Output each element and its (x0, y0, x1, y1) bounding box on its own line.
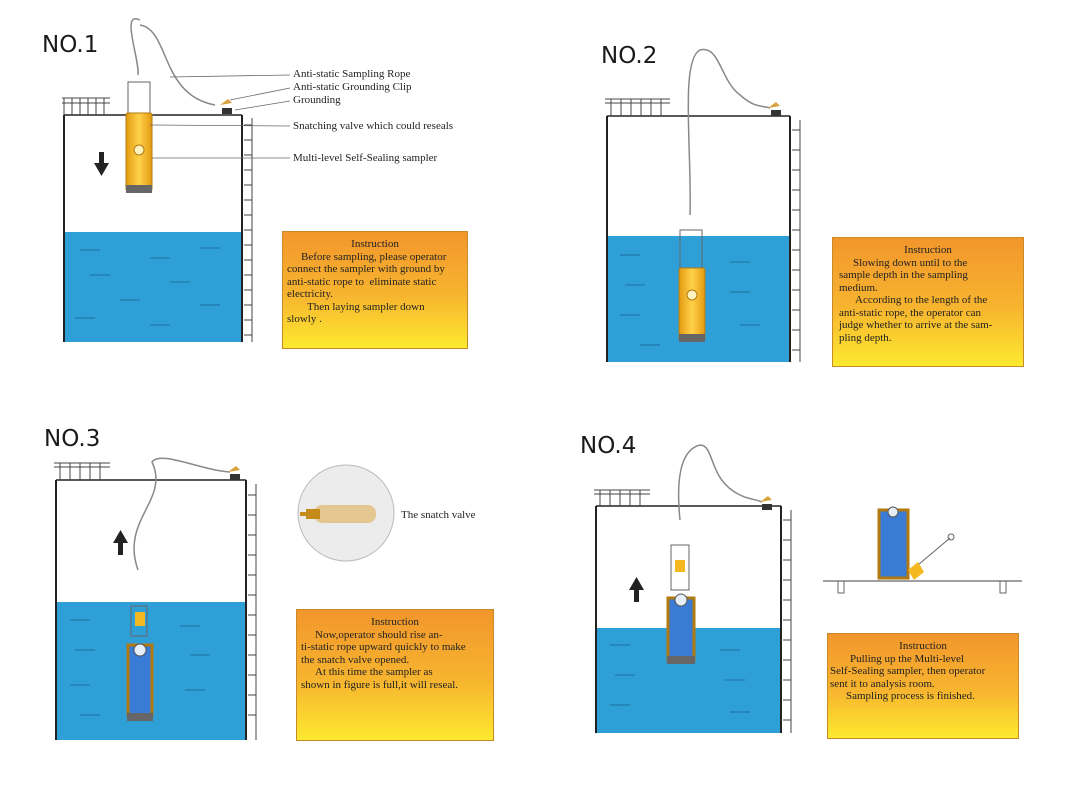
step2-instruction-line: anti-static rope, the operator can (839, 306, 982, 319)
step3-instruction-line: the snatch valve opened. (301, 653, 410, 666)
step3-sampler (126, 457, 240, 721)
step2-instruction-box: Instruction Slowing down until to the sa… (832, 237, 1024, 367)
step2-instruction-line: Slowing down until to the (853, 256, 968, 269)
callout-sampling-rope: Anti-static Sampling Rope (293, 68, 411, 80)
step4-up-arrow (629, 577, 644, 602)
snatch-valve-inset (297, 464, 395, 562)
step1-instruction-box: Instruction Before sampling, please oper… (282, 231, 468, 349)
step2-instruction-line: pling depth. (839, 331, 892, 344)
step4-instruction-line: Sampling process is finished. (846, 690, 975, 702)
step3-instruction-line: At this time the sampler as (315, 666, 433, 678)
step2-title: NO.2 (601, 43, 658, 69)
callout-sampler: Multi-level Self-Sealing sampler (293, 152, 438, 164)
step1-instruction-heading: Instruction (351, 238, 399, 250)
step3-instruction-box: Instruction Now,operator should rise an-… (296, 609, 494, 741)
step1-title: NO.1 (42, 32, 99, 58)
step2-instruction-line: medium. (839, 281, 878, 294)
step2-instruction-line: sample depth in the sampling (839, 269, 968, 281)
step1-instruction-line: anti-static rope to eliminate static (287, 275, 437, 288)
snatch-valve-label: The snatch valve (401, 509, 476, 521)
step1-instruction-line: electricity. (287, 288, 334, 300)
step3-title: NO.3 (44, 426, 101, 452)
step1-instruction-line: Then laying sampler down (307, 300, 425, 313)
step4-title: NO.4 (580, 433, 637, 459)
step3-up-arrow (113, 530, 128, 555)
step1-instruction-line: slowly . (287, 313, 322, 325)
callout-snatching-valve: Snatching valve which could reseals (293, 120, 454, 132)
step2-instruction-line: According to the length of the (855, 294, 988, 306)
step3-instruction-heading: Instruction (371, 616, 419, 628)
step1-sampler (125, 17, 232, 193)
step3-instruction-line: ti-static rope upward quickly to make (301, 641, 466, 653)
step4-instruction-line: sent it to analysis room. (830, 677, 935, 690)
step4-instruction-heading: Instruction (899, 640, 947, 652)
step4-sampler (666, 444, 772, 664)
step3-instruction-line: shown in figure is full,it will reseal. (301, 678, 459, 691)
step4-instruction-box: Instruction Pulling up the Multi-level S… (827, 633, 1019, 739)
step2-instruction-heading: Instruction (904, 244, 952, 256)
step2-instruction-line: judge whether to arrive at the sam- (839, 319, 993, 331)
step1-instruction-line: Before sampling, please operator (301, 250, 447, 263)
callout-grounding: Grounding (293, 94, 341, 106)
step4-instruction-line: Pulling up the Multi-level (850, 652, 964, 665)
step1-instruction-line: connect the sampler with ground by (287, 263, 445, 275)
step1-tank (62, 97, 253, 342)
step1-callout-lines (149, 74, 291, 159)
step1-down-arrow (94, 152, 109, 176)
step4-analysis-table (823, 506, 1022, 594)
step2-sampler (678, 48, 781, 342)
step3-tank (54, 462, 257, 740)
callout-grounding-clip: Anti-static Grounding Clip (293, 81, 412, 93)
step3-instruction-line: Now,operator should rise an- (315, 628, 443, 641)
step4-instruction-line: Self-Sealing sampler, then operator (830, 665, 986, 677)
